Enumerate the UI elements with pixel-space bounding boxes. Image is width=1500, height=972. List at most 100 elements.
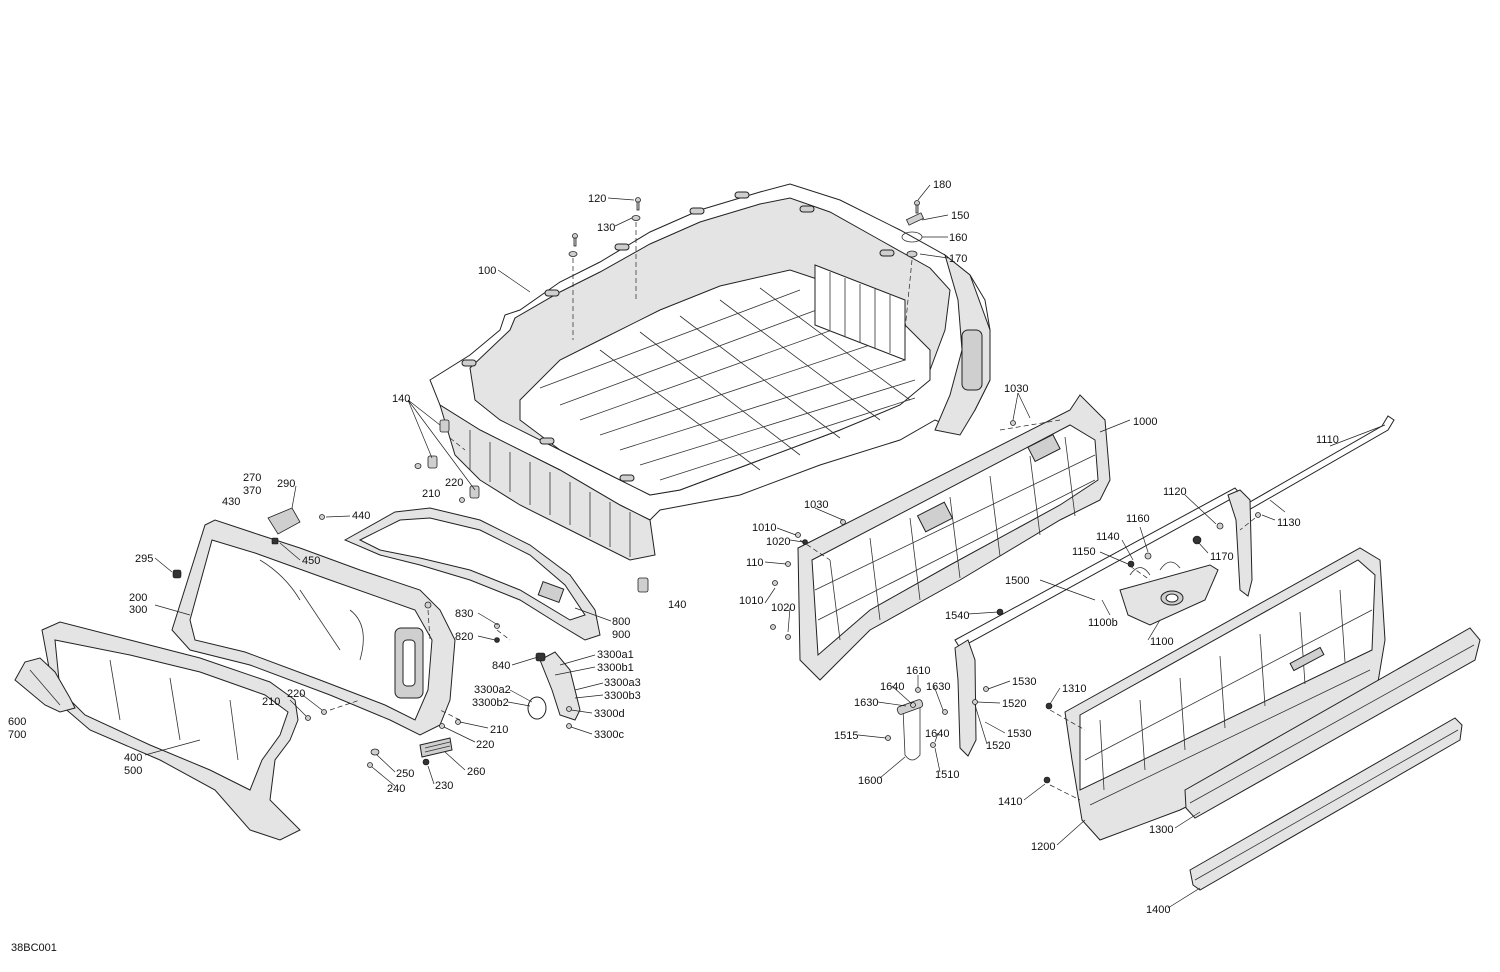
callout-1530-top: 1530 bbox=[1012, 676, 1036, 688]
callout-1610: 1610 bbox=[906, 665, 930, 677]
callout-450: 450 bbox=[302, 555, 320, 567]
hook-bracket-part bbox=[527, 651, 581, 721]
callout-300: 300 bbox=[129, 604, 147, 616]
tailgate-bar-part bbox=[954, 487, 1253, 757]
callout-210-bottom: 210 bbox=[490, 724, 508, 736]
callout-130: 130 bbox=[597, 222, 615, 234]
side-panel-part bbox=[41, 621, 301, 841]
callout-120: 120 bbox=[588, 193, 606, 205]
callout-290: 290 bbox=[277, 478, 295, 490]
callout-1110: 1110 bbox=[1316, 434, 1339, 446]
callout-1160: 1160 bbox=[1126, 513, 1150, 525]
callout-1410: 1410 bbox=[998, 796, 1022, 808]
callout-430: 430 bbox=[222, 496, 240, 508]
assembly-lines bbox=[329, 222, 1256, 801]
callout-100: 100 bbox=[478, 265, 496, 277]
reflector-part bbox=[419, 737, 453, 758]
trim-1400-part bbox=[1189, 717, 1463, 891]
callout-1300: 1300 bbox=[1149, 824, 1173, 836]
callout-1530-bottom: 1530 bbox=[1007, 728, 1031, 740]
callout-1020-top: 1020 bbox=[766, 536, 790, 548]
callout-1515: 1515 bbox=[834, 730, 858, 742]
tailgate-outer-part bbox=[1064, 547, 1386, 841]
callout-1130: 1130 bbox=[1277, 517, 1301, 529]
callout-1500: 1500 bbox=[1005, 575, 1029, 587]
callout-3300a3: 3300a3 bbox=[604, 677, 641, 689]
callout-1020-bottom: 1020 bbox=[771, 602, 795, 614]
callout-1400: 1400 bbox=[1146, 904, 1170, 916]
callout-1520-top: 1520 bbox=[1002, 698, 1026, 710]
callout-700: 700 bbox=[8, 729, 26, 741]
callout-3300b3: 3300b3 bbox=[604, 690, 641, 702]
callout-220-top: 220 bbox=[445, 477, 463, 489]
callout-1630-bottom: 1630 bbox=[854, 697, 878, 709]
corner-panel-part bbox=[171, 519, 456, 736]
callout-160: 160 bbox=[949, 232, 967, 244]
document-code: 38BC001 bbox=[11, 942, 57, 954]
tailgate-inner-part bbox=[797, 394, 1111, 681]
callout-220-bottom: 220 bbox=[476, 739, 494, 751]
callout-1010-bottom: 1010 bbox=[739, 595, 763, 607]
callout-370: 370 bbox=[243, 485, 261, 497]
callout-840: 840 bbox=[492, 660, 510, 672]
callout-1540: 1540 bbox=[945, 610, 969, 622]
callout-1140: 1140 bbox=[1096, 531, 1120, 543]
handle-assembly-part bbox=[1119, 561, 1219, 626]
callout-110: 110 bbox=[746, 557, 764, 569]
callout-1630-top: 1630 bbox=[926, 681, 950, 693]
callout-1010-top: 1010 bbox=[752, 522, 776, 534]
callout-labels: 120 130 180 150 160 170 100 140 140 1030… bbox=[8, 179, 1339, 916]
callout-1120: 1120 bbox=[1163, 486, 1187, 498]
callout-600: 600 bbox=[8, 716, 26, 728]
callout-1310: 1310 bbox=[1062, 683, 1086, 695]
callout-210-mid: 210 bbox=[262, 696, 280, 708]
callout-295: 295 bbox=[135, 553, 153, 565]
callout-1100: 1100 bbox=[1150, 636, 1174, 648]
callout-3300b1: 3300b1 bbox=[597, 662, 634, 674]
callout-440: 440 bbox=[352, 510, 370, 522]
callout-900: 900 bbox=[612, 629, 630, 641]
callout-1030-top: 1030 bbox=[1004, 383, 1028, 395]
callout-1030-mid: 1030 bbox=[804, 499, 828, 511]
callout-830: 830 bbox=[455, 608, 473, 620]
callout-170: 170 bbox=[949, 253, 967, 265]
callout-1640-bottom: 1640 bbox=[925, 728, 949, 740]
tie-down-slots bbox=[461, 191, 895, 482]
callout-260: 260 bbox=[467, 766, 485, 778]
callout-3300d: 3300d bbox=[594, 708, 625, 720]
callout-1150: 1150 bbox=[1072, 546, 1096, 558]
callout-230: 230 bbox=[435, 780, 453, 792]
cargo-box-dividers bbox=[814, 264, 906, 361]
leader-lines bbox=[144, 184, 1386, 909]
callout-3300c: 3300c bbox=[594, 729, 624, 741]
callout-1640-top: 1640 bbox=[880, 681, 904, 693]
end-cap-part bbox=[14, 657, 76, 713]
callout-3300a2: 3300a2 bbox=[474, 684, 511, 696]
callout-1170: 1170 bbox=[1210, 551, 1234, 563]
wheel-flare-part bbox=[343, 507, 601, 641]
callout-270: 270 bbox=[243, 472, 261, 484]
callout-240: 240 bbox=[387, 783, 405, 795]
callout-1520-bottom: 1520 bbox=[986, 740, 1010, 752]
callout-220-mid: 220 bbox=[287, 688, 305, 700]
callout-1000: 1000 bbox=[1133, 416, 1157, 428]
cargo-box-part bbox=[429, 183, 991, 561]
callout-140-left: 140 bbox=[392, 393, 410, 405]
callout-150: 150 bbox=[951, 210, 969, 222]
callout-250: 250 bbox=[396, 768, 414, 780]
callout-140-bottom: 140 bbox=[668, 599, 686, 611]
callout-1510: 1510 bbox=[935, 769, 959, 781]
callout-200: 200 bbox=[129, 592, 147, 604]
callout-400: 400 bbox=[124, 752, 142, 764]
callout-3300a1: 3300a1 bbox=[597, 649, 634, 661]
callout-500: 500 bbox=[124, 765, 142, 777]
callout-800: 800 bbox=[612, 616, 630, 628]
callout-1600: 1600 bbox=[858, 775, 882, 787]
callout-1200: 1200 bbox=[1031, 841, 1055, 853]
strap-part bbox=[896, 699, 924, 761]
callout-210-top: 210 bbox=[422, 488, 440, 500]
callout-820: 820 bbox=[455, 631, 473, 643]
hardware-parts bbox=[172, 197, 1261, 784]
callout-3300b2: 3300b2 bbox=[472, 697, 509, 709]
